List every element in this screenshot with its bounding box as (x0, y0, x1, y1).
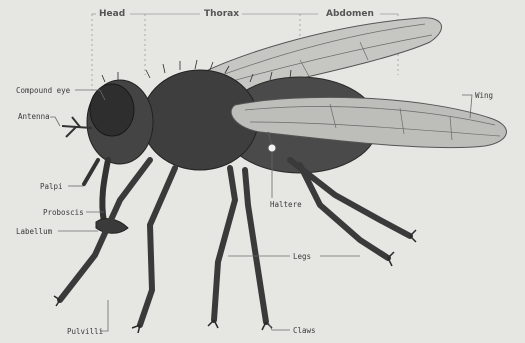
region-label-thorax: Thorax (204, 9, 239, 19)
label-haltere: Haltere (270, 200, 302, 209)
label-palpi: Palpi (40, 182, 63, 191)
label-legs: Legs (293, 252, 311, 261)
label-compound-eye: Compound eye (16, 86, 70, 95)
proboscis-shape (102, 160, 108, 222)
label-wing: Wing (475, 91, 493, 100)
label-labellum: Labellum (16, 227, 52, 236)
compound-eye-shape (90, 84, 134, 136)
palpi-shape (84, 160, 98, 184)
label-claws: Claws (293, 326, 316, 335)
label-proboscis: Proboscis (43, 208, 84, 217)
label-pulvilli: Pulvilli (67, 327, 103, 336)
haltere-shape (268, 144, 276, 152)
region-label-head: Head (99, 9, 125, 19)
region-label-abdomen: Abdomen (326, 9, 374, 19)
label-antenna: Antenna (18, 112, 50, 121)
legs-shape (60, 160, 410, 325)
